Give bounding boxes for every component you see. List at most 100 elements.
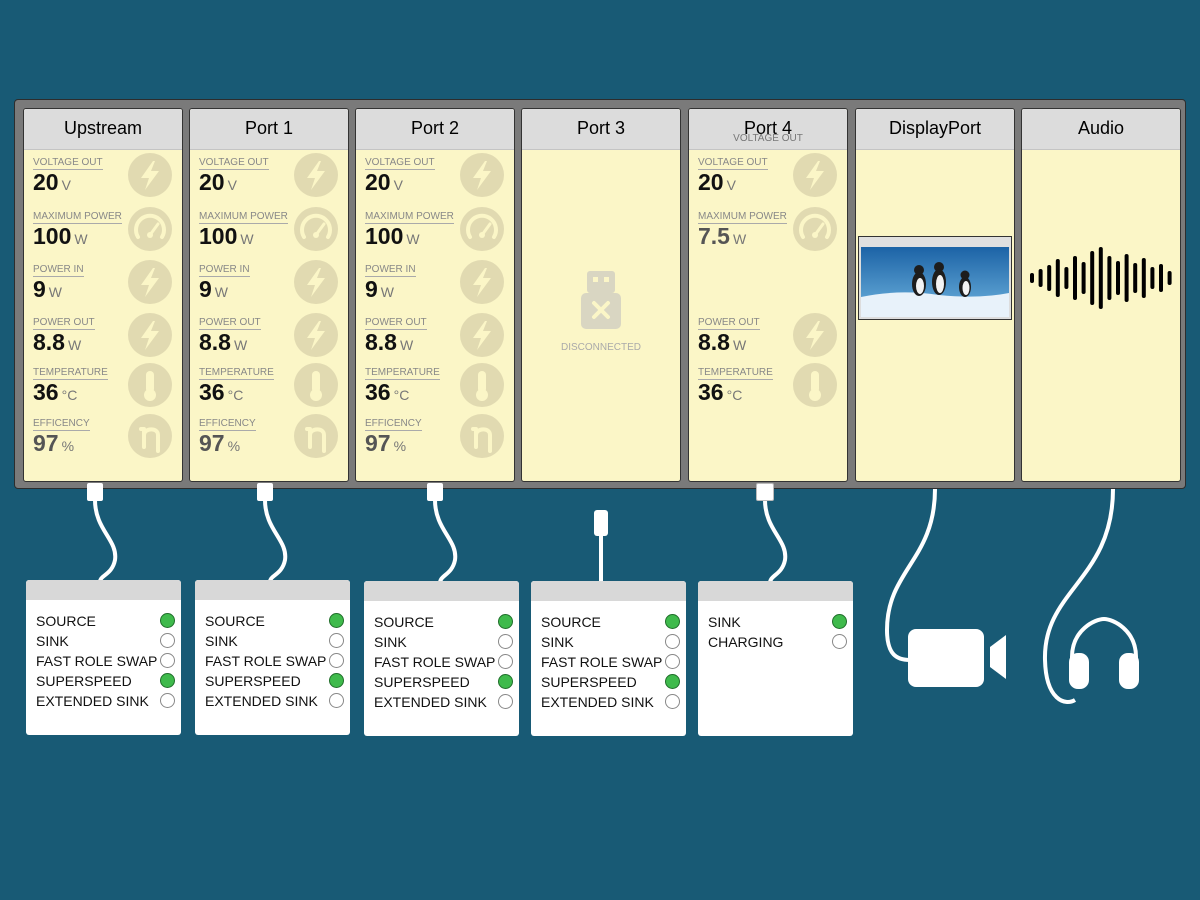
metric-unit: °C (227, 387, 244, 403)
card-header (195, 580, 350, 600)
metric-unit: W (233, 337, 248, 353)
status-indicator-on (329, 613, 344, 628)
flag-source: SOURCE (26, 611, 181, 631)
flag-label: SOURCE (541, 614, 601, 630)
metric-number: 100 (365, 223, 404, 249)
status-indicator-off (832, 634, 847, 649)
metric-unit: W (732, 231, 747, 247)
bolt-icon (793, 153, 837, 197)
usb-a-connector (756, 483, 774, 501)
metric-label: MAXIMUM POWER (698, 211, 787, 224)
panel-displayport[interactable]: DisplayPort (855, 108, 1015, 482)
panel-title: Port 1 (190, 109, 348, 150)
metric-unit: V (61, 177, 71, 193)
status-indicator-off (665, 654, 680, 669)
status-indicator-on (498, 614, 513, 629)
metric-unit: W (74, 231, 88, 247)
metric-number: 36 (199, 379, 225, 405)
eta-icon (460, 414, 504, 458)
metric-label: POWER OUT (365, 317, 427, 330)
metric-number: 36 (698, 379, 724, 405)
flag-label: CHARGING (708, 634, 784, 650)
panel-audio[interactable]: Audio (1021, 108, 1181, 482)
metric-label: MAXIMUM POWER (199, 211, 288, 224)
flag-label: FAST ROLE SWAP (541, 654, 663, 670)
flag-label: FAST ROLE SWAP (36, 653, 158, 669)
metric-unit: V (393, 177, 403, 193)
disconnected-label: DISCONNECTED (560, 342, 641, 353)
status-indicator-off (329, 693, 344, 708)
metric-label: MAXIMUM POWER (365, 211, 454, 224)
bolt-icon (128, 153, 172, 197)
metric-number: 8.8 (33, 329, 65, 355)
card-header (26, 580, 181, 600)
flag-superspeed: SUPERSPEED (195, 671, 350, 691)
panel-title: Port 4 VOLTAGE OUT (689, 109, 847, 150)
panel-title: Port 3 (522, 109, 680, 150)
metric-label: POWER OUT (33, 317, 95, 330)
camera-icon (908, 629, 1006, 687)
metric-number: 9 (33, 276, 46, 302)
metric-label: TEMPERATURE (199, 367, 274, 380)
bolt-icon (460, 313, 504, 357)
status-indicator-off (498, 654, 513, 669)
metric-number: 36 (33, 379, 59, 405)
disconnected-indicator: DISCONNECTED (522, 269, 680, 353)
status-indicator-off (665, 634, 680, 649)
status-indicator-off (329, 633, 344, 648)
metric-unit: V (227, 177, 237, 193)
flag-sink: SINK (195, 631, 350, 651)
metric-unit: W (240, 231, 254, 247)
flag-label: EXTENDED SINK (374, 694, 487, 710)
metric-label: VOLTAGE OUT (199, 157, 269, 170)
metric-number: 9 (365, 276, 378, 302)
panel-port-3[interactable]: Port 3 DISCONNECTED (521, 108, 681, 482)
flag-sink: SINK (531, 632, 686, 652)
flag-label: FAST ROLE SWAP (374, 654, 496, 670)
bolt-icon (294, 153, 338, 197)
metric-value: 36°C (33, 379, 77, 406)
usb-c-connector (594, 510, 608, 536)
status-indicator-off (329, 653, 344, 668)
video-thumbnail[interactable] (858, 236, 1012, 320)
metric-unit: °C (393, 387, 410, 403)
gauge-icon (128, 207, 172, 251)
metric-label: VOLTAGE OUT (33, 157, 103, 170)
panel-title: Port 2 (356, 109, 514, 150)
flag-label: SUPERSPEED (541, 674, 637, 690)
card-header (531, 581, 686, 601)
flag-extended-sink: EXTENDED SINK (364, 692, 519, 712)
metric-number: 20 (365, 169, 391, 195)
flag-label: EXTENDED SINK (36, 693, 149, 709)
gauge-icon (460, 207, 504, 251)
flag-label: EXTENDED SINK (541, 694, 654, 710)
panel-title: Upstream (24, 109, 182, 150)
metric-unit: °C (726, 387, 743, 403)
status-indicator-off (160, 633, 175, 648)
metric-label: VOLTAGE OUT (365, 157, 435, 170)
status-indicator-off (160, 653, 175, 668)
metric-label: MAXIMUM POWER (33, 211, 122, 224)
metric-number: 97 (365, 430, 391, 456)
eta-icon (128, 414, 172, 458)
card-header (698, 581, 853, 601)
flag-sink: SINK (698, 612, 853, 632)
